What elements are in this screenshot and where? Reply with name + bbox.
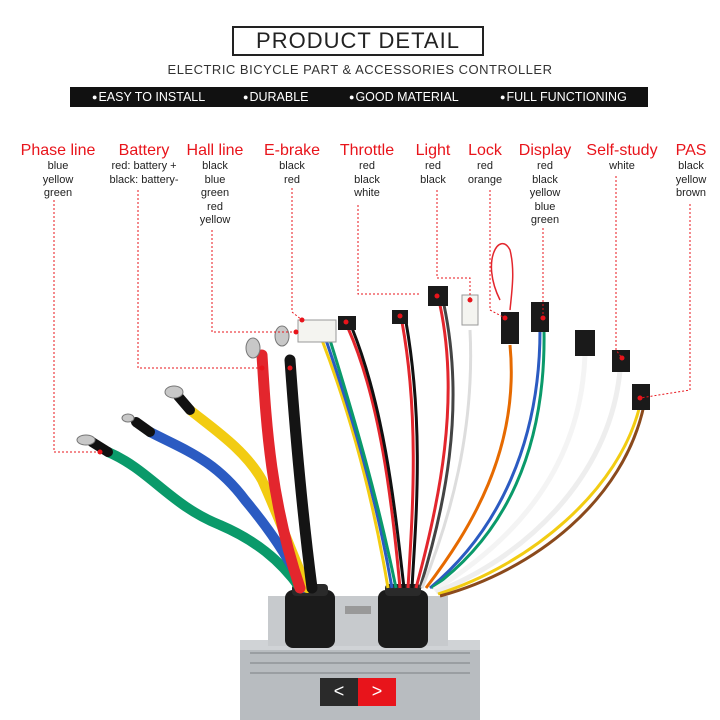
label-heading: E-brake <box>263 142 321 159</box>
label-phase-line: Phase line blue yellow green <box>14 142 102 201</box>
wire-color: red <box>207 200 223 213</box>
wire-color: white <box>609 160 635 172</box>
wire-color: blue <box>47 160 69 172</box>
label-self-study: Self-study white <box>582 142 662 174</box>
feature-item: GOOD MATERIAL <box>349 87 458 108</box>
ring-lugs <box>76 325 290 446</box>
label-heading: Self-study <box>586 142 658 159</box>
label-throttle: Throttle red black white <box>332 142 402 201</box>
wire-color: yellow <box>199 214 231 227</box>
wire-color: red <box>425 160 441 172</box>
label-heading: PAS <box>675 142 707 159</box>
label-battery: Battery red: battery + black: battery- <box>104 142 184 187</box>
signal-wires <box>320 304 646 598</box>
callout-dots <box>97 293 643 455</box>
wire-color: red <box>284 173 300 186</box>
connectors <box>297 286 650 410</box>
label-light: Light red black <box>410 142 456 187</box>
feature-item: EASY TO INSTALL <box>92 87 205 108</box>
cable-gland-right <box>378 584 428 648</box>
wire-color: orange <box>467 173 503 186</box>
wire-color: black: battery- <box>109 173 179 186</box>
cable-gland-left <box>285 584 335 648</box>
wire-color: brown <box>676 187 706 200</box>
label-e-brake: E-brake black red <box>258 142 326 187</box>
label-pas: PAS black yellow brown <box>666 142 716 201</box>
wire-color: green <box>200 187 230 200</box>
next-image-button[interactable]: > <box>358 678 396 706</box>
wire-color: black <box>532 173 558 186</box>
label-heading: Light <box>415 142 451 159</box>
wire-color: black <box>202 160 228 172</box>
page-subtitle: ELECTRIC BICYCLE PART & ACCESSORIES CONT… <box>167 62 553 77</box>
wire-color: red <box>477 160 493 172</box>
label-heading: Battery <box>118 142 170 159</box>
label-heading: Phase line <box>20 142 96 159</box>
wire-color: blue <box>534 200 556 213</box>
prev-image-button[interactable]: < <box>320 678 358 706</box>
wire-color: red: battery + <box>111 160 177 172</box>
wire-color: blue <box>204 173 226 186</box>
wire-color: red <box>537 160 553 172</box>
wire-color: yellow <box>529 187 561 200</box>
feature-item: FULL FUNCTIONING <box>500 87 626 108</box>
wire-color: black <box>678 160 704 172</box>
wire-color: green <box>43 187 73 200</box>
label-heading: Lock <box>468 142 502 159</box>
label-heading: Throttle <box>339 142 395 159</box>
wire-color: red <box>359 160 375 172</box>
wire-color: white <box>354 187 380 200</box>
feature-bar: EASY TO INSTALL DURABLE GOOD MATERIAL FU… <box>70 87 648 107</box>
label-lock: Lock red orange <box>462 142 508 187</box>
lock-loop <box>490 243 514 311</box>
label-heading: Hall line <box>186 142 244 159</box>
label-hall-line: Hall line black blue green red yellow <box>182 142 248 228</box>
wire-color: yellow <box>42 173 74 186</box>
wire-color: black <box>354 173 380 186</box>
thick-wires <box>87 349 318 594</box>
callout-lines <box>53 176 691 453</box>
label-heading: Display <box>518 142 572 159</box>
wire-color: green <box>530 214 560 227</box>
label-display: Display red black yellow blue green <box>514 142 576 228</box>
wire-color: black <box>420 173 446 186</box>
wire-color: black <box>279 160 305 172</box>
page-title: PRODUCT DETAIL <box>232 26 484 56</box>
wire-color: yellow <box>675 173 707 186</box>
feature-item: DURABLE <box>243 87 308 108</box>
